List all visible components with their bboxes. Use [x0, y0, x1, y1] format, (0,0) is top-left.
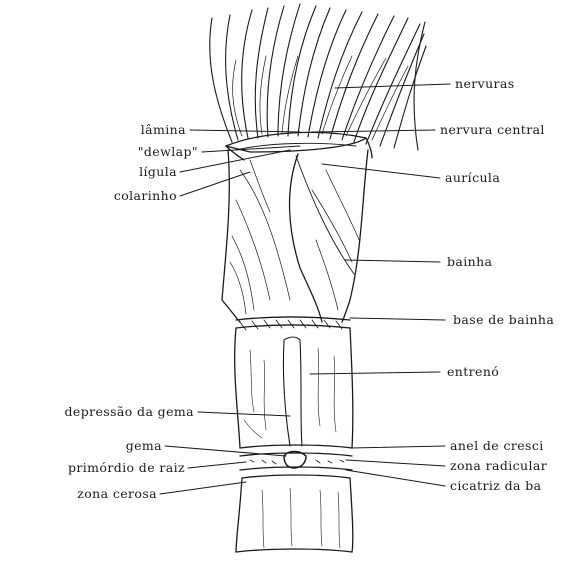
label-dewlap: "dewlap" [138, 145, 198, 159]
label-lamina: lâmina [141, 123, 186, 137]
label-bainha: bainha [447, 255, 492, 269]
internode [235, 328, 353, 448]
label-gema: gema [126, 439, 162, 453]
label-cicatriz-da-bainha: cicatriz da ba [450, 479, 542, 493]
label-nervura-central: nervura central [440, 123, 545, 137]
lower-stalk [236, 478, 353, 552]
label-primordio-de-raiz: primórdio de raiz [68, 461, 185, 475]
label-depressao-da-gema: depressão da gema [65, 405, 195, 419]
label-nervuras: nervuras [455, 77, 515, 91]
leader-lines [160, 84, 450, 494]
label-zona-cerosa: zona cerosa [77, 487, 157, 501]
label-anel-de-crescimento: anel de cresci [450, 439, 544, 453]
label-ligula: lígula [139, 165, 177, 179]
leaf-blade [210, 4, 426, 150]
label-auricula: aurícula [445, 171, 500, 185]
label-zona-radicular: zona radicular [450, 459, 547, 473]
label-colarinho: colarinho [114, 189, 177, 203]
label-base-de-bainha: base de bainha [453, 313, 554, 327]
sheath [222, 150, 368, 322]
node [240, 445, 352, 478]
label-entreno: entrenó [447, 365, 499, 379]
sheath-base [236, 317, 350, 330]
